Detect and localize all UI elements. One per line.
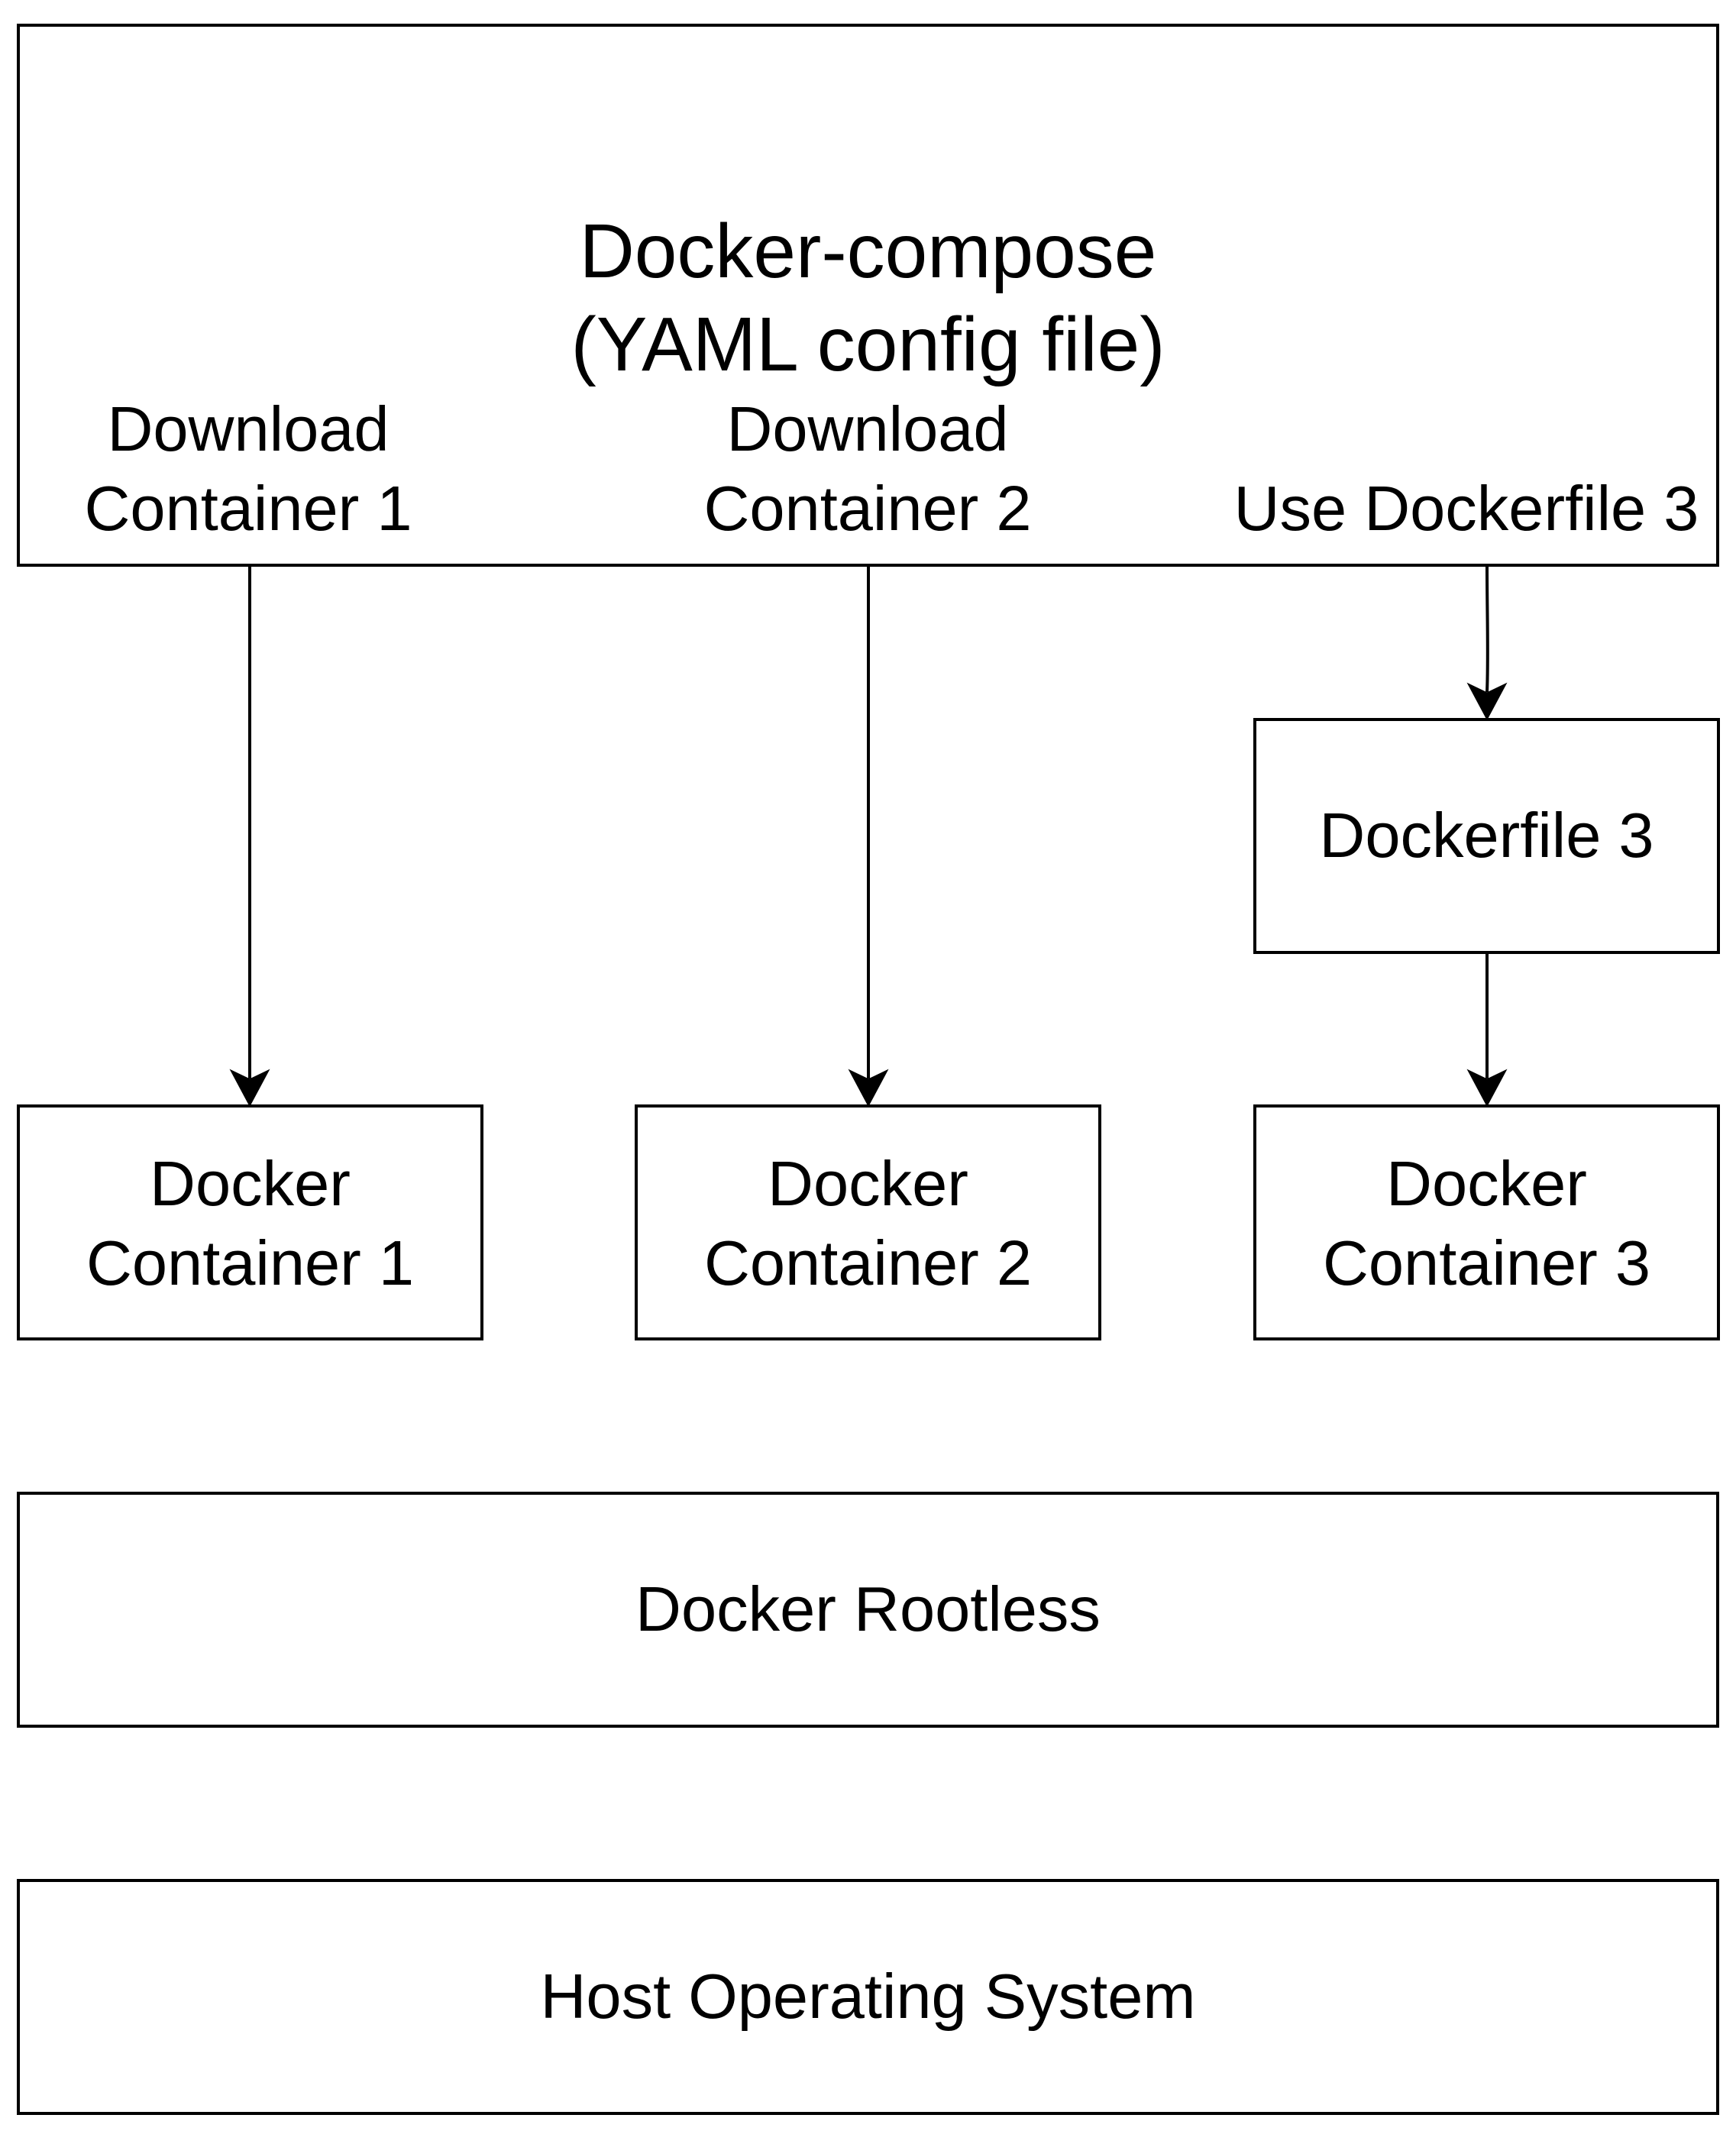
arrow-compose-to-dockerfile-3 (1485, 566, 1489, 693)
docker-container-1-label: Docker Container 1 (86, 1148, 415, 1298)
use-dockerfile-3-label: Use Dockerfile 3 (1233, 473, 1699, 544)
host-os-label: Host Operating System (540, 1961, 1196, 2032)
docker-rootless-label: Docker Rootless (635, 1573, 1101, 1644)
docker-compose-title: Docker-compose (579, 209, 1157, 294)
download-container-1-label: Download Container 1 (84, 393, 412, 544)
docker-rootless-box (17, 1492, 1719, 1728)
host-os-box (17, 1879, 1719, 2115)
docker-compose-subtitle: (YAML config file) (571, 302, 1165, 387)
arrowhead-container-2 (848, 1069, 889, 1108)
docker-container-3-label: Docker Container 3 (1322, 1148, 1651, 1298)
arrowhead-container-3 (1466, 1069, 1508, 1108)
docker-compose-box (17, 24, 1719, 567)
arrowhead-dockerfile-3 (1466, 682, 1508, 721)
docker-container-1-box (17, 1104, 483, 1340)
dockerfile-3-box (1253, 718, 1720, 954)
dockerfile-3-label: Dockerfile 3 (1319, 800, 1654, 871)
docker-container-2-box (635, 1104, 1101, 1340)
docker-container-2-label: Docker Container 2 (703, 1148, 1033, 1298)
docker-container-3-box (1253, 1104, 1720, 1340)
download-container-2-label: Download Container 2 (703, 393, 1032, 544)
arrow-compose-to-container-1 (248, 566, 252, 1079)
arrowhead-container-1 (229, 1069, 270, 1108)
